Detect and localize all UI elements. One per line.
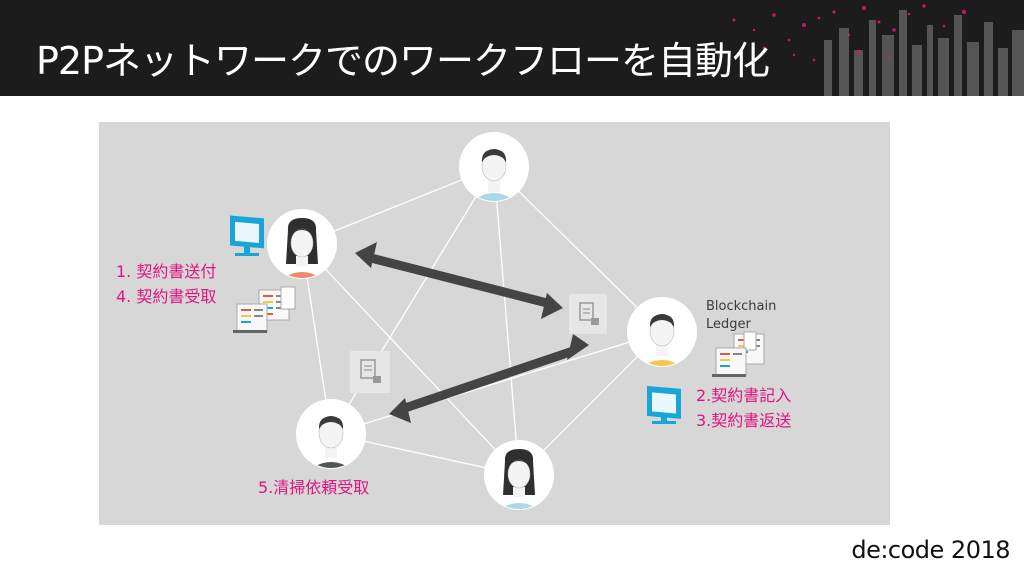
transfer-arrows: [355, 242, 589, 423]
ledger-icon: [233, 286, 296, 333]
step-label-right: 2.契約書記入 3.契約書返送: [696, 383, 791, 433]
monitor-icon: [230, 215, 264, 256]
step-3-label: 3.契約書返送: [696, 411, 792, 430]
slide-header: P2Pネットワークでのワークフローを自動化: [0, 0, 1024, 96]
network-graph: [230, 132, 765, 510]
avatar-top: [459, 132, 529, 202]
document-lock-icon: [569, 294, 607, 334]
event-footer: de:code 2018: [851, 536, 1010, 564]
step-5-label: 5.清掃依頼受取: [258, 478, 370, 497]
step-1-label: 1. 契約書送付: [116, 262, 217, 281]
document-lock-icon: [350, 351, 390, 393]
step-2-label: 2.契約書記入: [696, 386, 792, 405]
slide-title: P2Pネットワークでのワークフローを自動化: [36, 39, 770, 83]
avatar-bottom-left: [296, 399, 366, 469]
ledger-line-2: Ledger: [706, 317, 751, 332]
avatar-left: [267, 209, 337, 279]
avatar-bottom: [484, 440, 554, 510]
ledger-icon: [712, 331, 765, 377]
city-skyline-graphic: [732, 4, 1024, 96]
arrow-left-to-right: [355, 242, 563, 319]
arrow-right-to-bottom-left: [389, 334, 589, 423]
monitor-icon: [647, 385, 681, 424]
step-label-left: 1. 契約書送付 4. 契約書受取: [116, 259, 216, 309]
avatar-right: [627, 297, 697, 367]
step-4-label: 4. 契約書受取: [116, 287, 217, 306]
blockchain-ledger-label: Blockchain Ledger: [706, 298, 776, 334]
network-diagram: [99, 122, 890, 525]
ledger-line-1: Blockchain: [706, 299, 777, 314]
